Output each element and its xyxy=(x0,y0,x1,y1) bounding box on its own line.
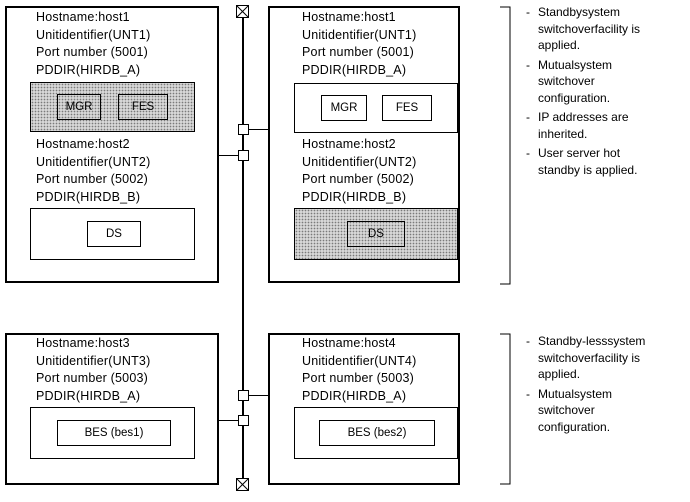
unit-identifier: Unitidentifier(UNT3) xyxy=(36,353,151,368)
bus-port-top-1 xyxy=(238,124,249,135)
server-top-left: Hostname:host1 Unitidentifier(UNT1) Port… xyxy=(5,6,219,283)
hostname: Hostname:host1 xyxy=(36,10,130,24)
host3-info: Hostname:host3 Unitidentifier(UNT3) Port… xyxy=(36,335,150,405)
bus-port-top-2 xyxy=(238,150,249,161)
ds-unit: DS xyxy=(87,221,141,247)
brace-top xyxy=(500,6,511,285)
host4-info: Hostname:host4 Unitidentifier(UNT4) Port… xyxy=(302,335,416,405)
unit-identifier: Unitidentifier(UNT1) xyxy=(36,27,151,42)
unit-group-standby-mgr-fes: MGR FES xyxy=(294,83,458,133)
bus-port-bottom-2 xyxy=(238,415,249,426)
unit-identifier: Unitidentifier(UNT2) xyxy=(36,154,151,169)
link-bottom-right xyxy=(244,395,268,396)
pddir: PDDIR(HIRDB_A) xyxy=(36,388,141,403)
port-number: Port number (5003) xyxy=(36,371,148,386)
hostname: Hostname:host1 xyxy=(302,10,396,24)
port-number: Port number (5001) xyxy=(36,45,148,60)
hostname: Hostname:host3 xyxy=(36,336,130,350)
note-mutual-switchover: Mutualsystem switchover configuration. xyxy=(526,57,640,107)
pddir: PDDIR(HIRDB_A) xyxy=(36,62,141,77)
server-top-right: Hostname:host1 Unitidentifier(UNT1) Port… xyxy=(268,6,460,283)
host1-info-top-left: Hostname:host1 Unitidentifier(UNT1) Port… xyxy=(36,9,150,79)
pddir: PDDIR(HIRDB_B) xyxy=(302,189,407,204)
bus-port-bottom-1 xyxy=(238,390,249,401)
note-mutual-switchover-bottom: Mutualsystem switchover configuration. xyxy=(526,386,645,436)
note-hot-standby: User server hot standby is applied. xyxy=(526,145,640,178)
unit-group-active-ds: DS xyxy=(294,208,458,260)
ds-unit: DS xyxy=(347,221,405,247)
note-ip-inherited: IP addresses are inherited. xyxy=(526,109,640,142)
notes-bottom: Standby-lesssystem switchoverfacility is… xyxy=(526,333,645,438)
bus-terminator-bottom xyxy=(236,478,249,491)
port-number: Port number (5002) xyxy=(36,172,148,187)
hostname: Hostname:host2 xyxy=(36,137,130,151)
hostname: Hostname:host2 xyxy=(302,137,396,151)
unit-identifier: Unitidentifier(UNT2) xyxy=(302,154,417,169)
server-bottom-right: Hostname:host4 Unitidentifier(UNT4) Port… xyxy=(268,333,460,485)
port-number: Port number (5001) xyxy=(302,45,414,60)
unit-identifier: Unitidentifier(UNT4) xyxy=(302,353,417,368)
pddir: PDDIR(HIRDB_B) xyxy=(36,189,141,204)
link-top-left-2 xyxy=(218,155,242,156)
unit-group-standby-ds: DS xyxy=(30,208,195,260)
port-number: Port number (5003) xyxy=(302,371,414,386)
mgr-unit: MGR xyxy=(321,95,367,121)
server-bottom-left: Hostname:host3 Unitidentifier(UNT3) Port… xyxy=(5,333,219,485)
fes-unit: FES xyxy=(382,95,432,121)
bes2-unit: BES (bes2) xyxy=(319,420,435,446)
link-bottom-left xyxy=(218,420,242,421)
port-number: Port number (5002) xyxy=(302,172,414,187)
hostname: Hostname:host4 xyxy=(302,336,396,350)
host2-info-top-right: Hostname:host2 Unitidentifier(UNT2) Port… xyxy=(302,136,416,206)
pddir: PDDIR(HIRDB_A) xyxy=(302,62,407,77)
brace-bottom xyxy=(500,333,511,485)
bus-terminator-top xyxy=(236,5,249,18)
pddir: PDDIR(HIRDB_A) xyxy=(302,388,407,403)
unit-identifier: Unitidentifier(UNT1) xyxy=(302,27,417,42)
unit-group-active-mgr-fes: MGR FES xyxy=(30,82,195,132)
host2-info-top-left: Hostname:host2 Unitidentifier(UNT2) Port… xyxy=(36,136,150,206)
bes1-unit: BES (bes1) xyxy=(57,420,171,446)
unit-group-bes2: BES (bes2) xyxy=(294,407,458,459)
note-standby-switchover: Standbysystem switchoverfacility is appl… xyxy=(526,4,640,54)
mgr-unit: MGR xyxy=(57,94,101,120)
unit-group-bes1: BES (bes1) xyxy=(30,407,195,459)
notes-top: Standbysystem switchoverfacility is appl… xyxy=(526,4,640,181)
fes-unit: FES xyxy=(118,94,168,120)
note-standbyless-switchover: Standby-lesssystem switchoverfacility is… xyxy=(526,333,645,383)
link-top-right-1 xyxy=(244,129,268,130)
network-bus xyxy=(242,12,244,484)
host1-info-top-right: Hostname:host1 Unitidentifier(UNT1) Port… xyxy=(302,9,416,79)
